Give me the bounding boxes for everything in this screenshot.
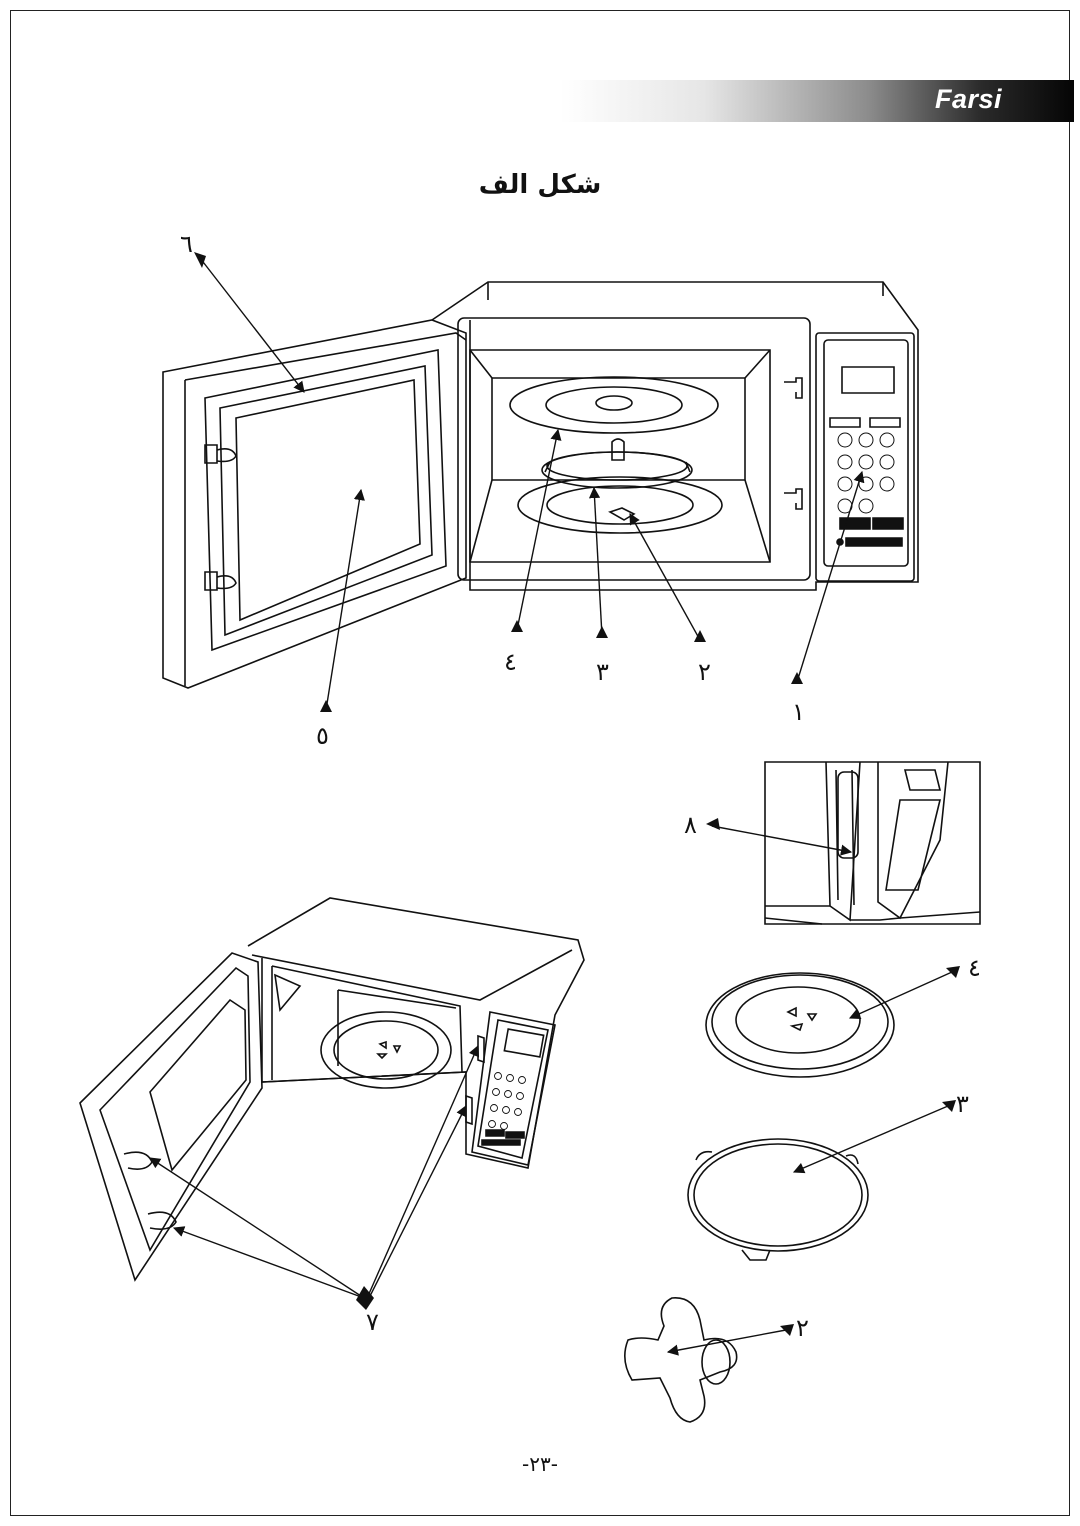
latch-detail [765, 762, 980, 924]
callout-4-label: ٤ [504, 648, 517, 676]
callout-ring [792, 1106, 948, 1174]
glass-turntable [706, 973, 894, 1077]
callout-coupler [666, 1330, 786, 1356]
callout-tips-top [194, 252, 803, 712]
callout-3-label: ٣ [596, 658, 609, 686]
callout-5-label: ٥ [316, 722, 329, 750]
page-number: -٢٣- [522, 1452, 558, 1476]
roller-ring [688, 1139, 868, 1260]
callout-1-label: ١ [792, 698, 805, 726]
microwave-main [432, 282, 918, 590]
callout-plate-label: ٤ [968, 954, 981, 982]
keypad-buttons [838, 433, 894, 513]
page-border [10, 10, 1070, 1516]
language-label: Farsi [934, 84, 1002, 114]
callout-plate [848, 972, 952, 1019]
callout-coupler-label: ٢ [796, 1314, 809, 1342]
callout-7-label: ٧ [366, 1308, 379, 1336]
callout-8 [712, 826, 853, 856]
callout-arrows-top [200, 258, 865, 710]
microwave-second [80, 898, 584, 1280]
callout-7 [149, 1044, 480, 1300]
coupler [625, 1298, 737, 1422]
language-banner: Farsi [560, 80, 1074, 122]
microwave-door [163, 320, 466, 688]
callout-2-label: ٢ [698, 658, 711, 686]
figure-title: شكل الف [478, 170, 602, 200]
callout-ring-label: ٣ [956, 1090, 969, 1118]
callout-6-label: ٦ [180, 230, 193, 258]
callout-8-label: ٨ [684, 811, 697, 839]
